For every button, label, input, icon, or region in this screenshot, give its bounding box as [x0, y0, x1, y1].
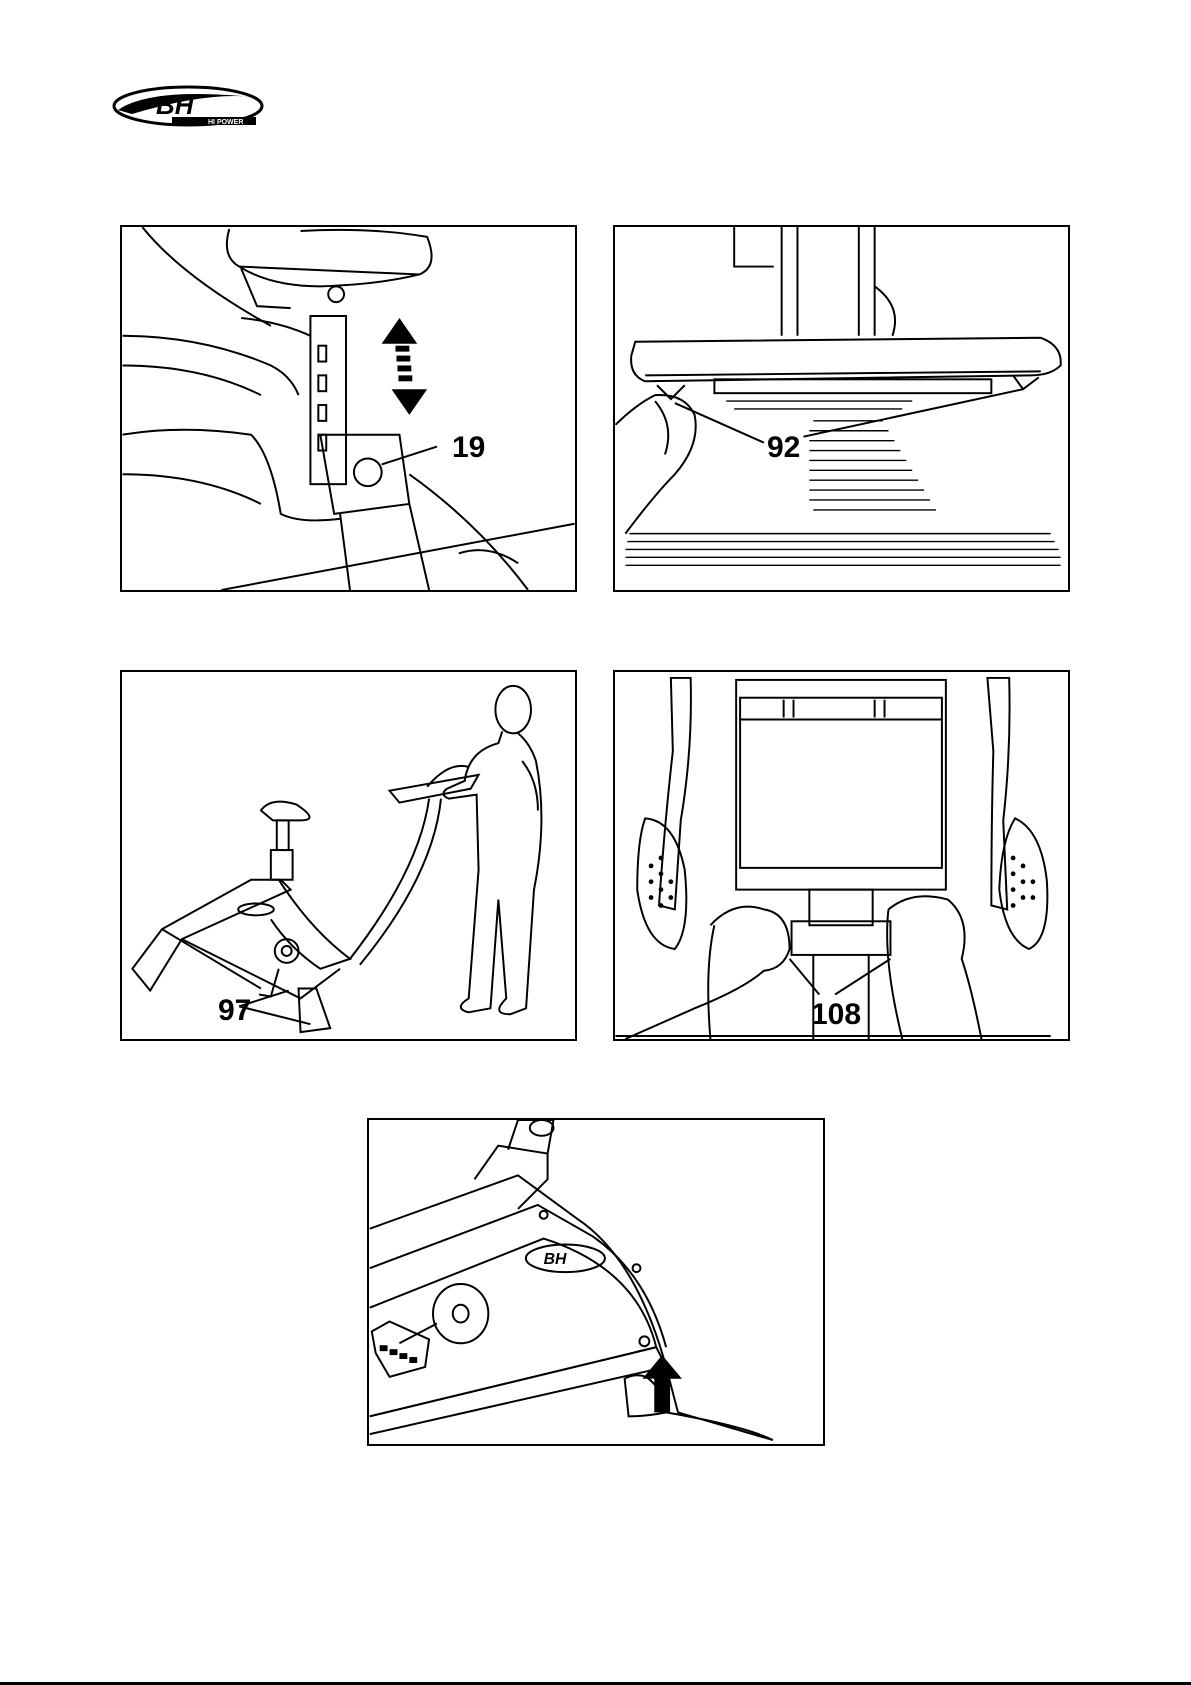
callout-108: 108: [811, 1000, 861, 1030]
handlebar-sensors-illustration: [615, 672, 1068, 1039]
callout-92: 92: [767, 433, 800, 463]
figure-leveling-feet: 92: [613, 225, 1070, 592]
leveling-feet-illustration: [615, 227, 1068, 590]
callout-19: 19: [452, 433, 485, 463]
logo-subtext: HI POWER: [208, 119, 243, 126]
figure-seat-adjust: 19: [120, 225, 577, 592]
frame-logo-text: BH: [544, 1251, 567, 1268]
logo-mark-text: BH: [156, 90, 195, 120]
bh-hi-power-logo: BH HI POWER: [112, 84, 264, 128]
figure-transport-wheels: 97: [120, 670, 577, 1041]
transport-wheels-illustration: [122, 672, 575, 1039]
frame-lift-illustration: BH: [369, 1120, 823, 1444]
seat-adjust-illustration: [122, 227, 575, 590]
figure-handlebar-sensors: 108: [613, 670, 1070, 1041]
callout-97: 97: [218, 996, 251, 1026]
figure-frame-lift: BH: [367, 1118, 825, 1446]
